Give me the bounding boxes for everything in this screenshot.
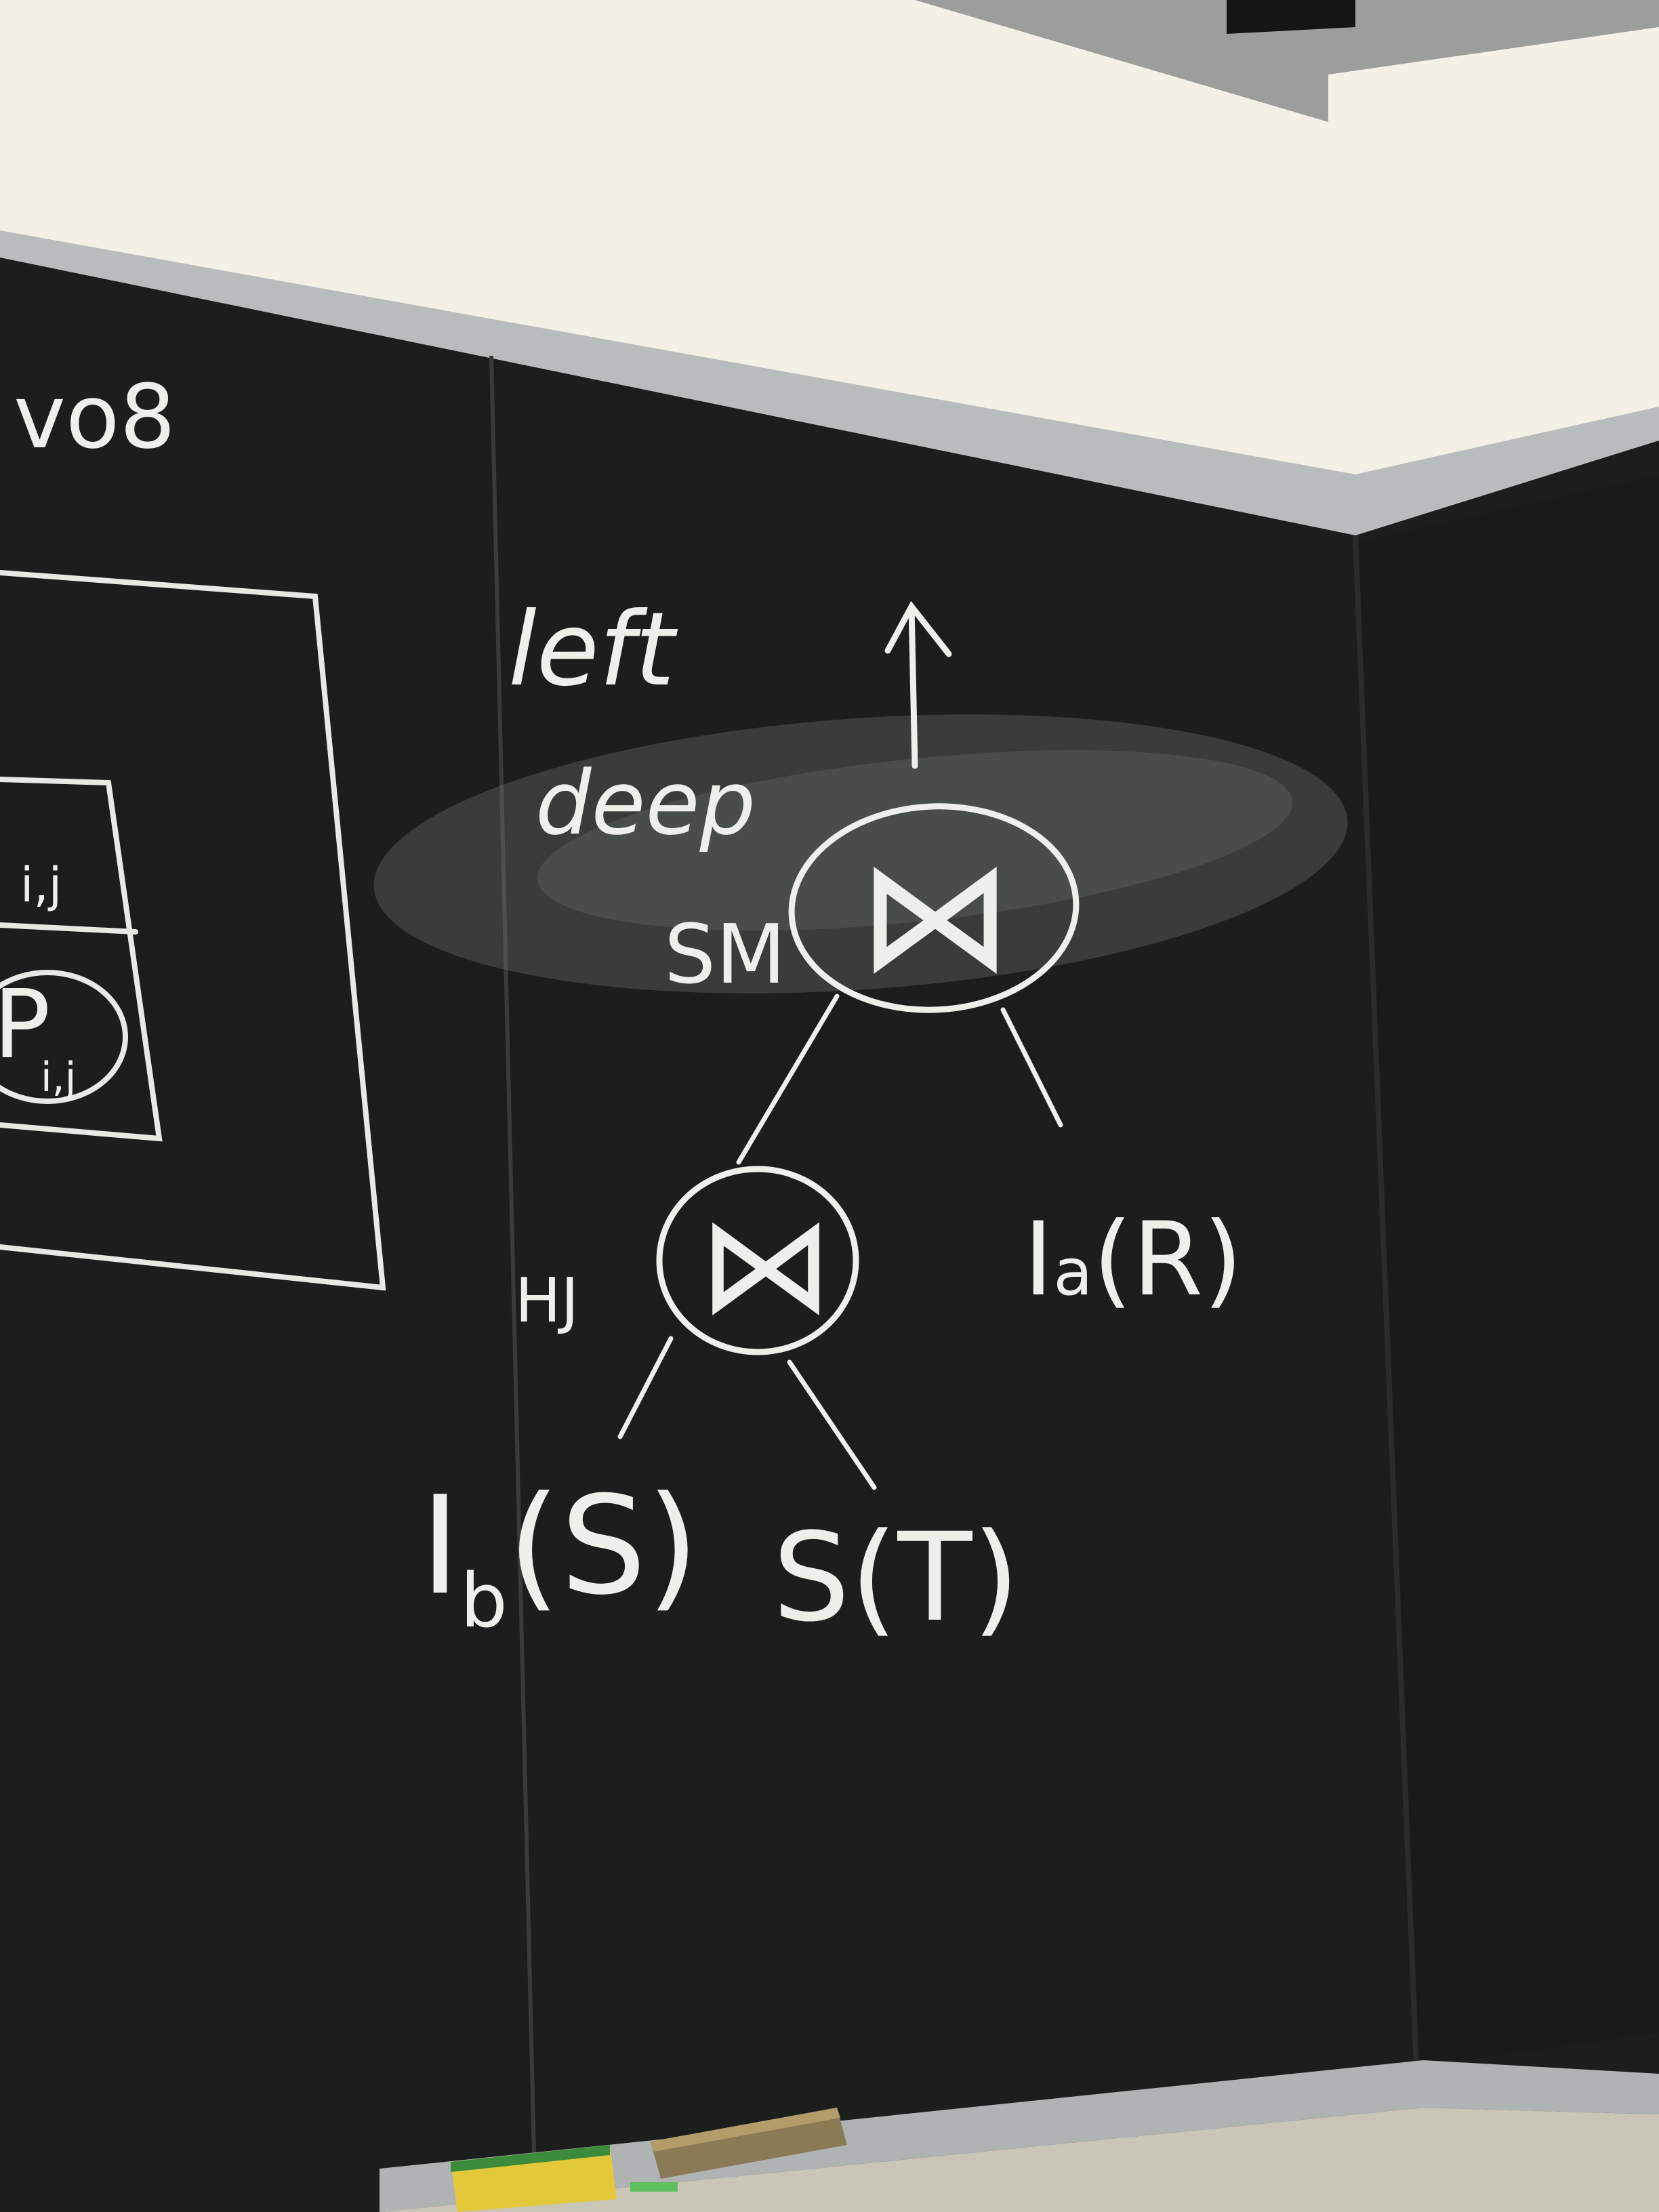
leaf-right-rest: (R)	[1092, 1201, 1242, 1319]
inner-method-label: HJ	[515, 1265, 579, 1336]
chalk-stick	[630, 2182, 678, 2192]
leaf-right: Ia(R)	[1023, 1201, 1243, 1319]
leaf-middle: S(T)	[773, 1507, 1020, 1649]
output-arrow-icon	[884, 600, 952, 769]
leaf-left-rest: (S)	[508, 1467, 699, 1625]
annotation-left: left	[508, 591, 678, 709]
blackboard	[0, 237, 1659, 2212]
cell-top-text: i,j	[20, 857, 62, 913]
leaf-left-subscript: b	[460, 1557, 508, 1644]
tray-shadow	[380, 2108, 1659, 2212]
edge-root-right	[1000, 1007, 1063, 1128]
chalk-tray	[380, 2060, 1659, 2212]
blackboard-right-wing	[1355, 474, 1659, 2067]
erased-smudge-inner	[537, 750, 1293, 930]
cell-divider	[0, 922, 138, 935]
cell-circle-text: P	[0, 970, 50, 1080]
edge-inner-left	[617, 1336, 674, 1439]
erased-smudge	[373, 714, 1348, 994]
ceiling-dark	[1227, 0, 1355, 34]
left-panel-drawing	[0, 570, 386, 1291]
leaf-right-main: I	[1023, 1201, 1053, 1319]
leaf-left-main: I	[420, 1467, 460, 1625]
edge-root-inner	[736, 994, 840, 1165]
tree-edges	[617, 994, 1063, 1490]
cell-box	[0, 777, 163, 1142]
edge-inner-middle	[787, 1359, 877, 1490]
eraser-icon	[651, 2108, 847, 2179]
inner-join-node	[656, 1166, 859, 1355]
panel-seam-right	[1353, 535, 1419, 2068]
outer-box	[0, 570, 386, 1291]
annotation-deep: deep	[535, 752, 756, 855]
root-method-label: SM	[664, 908, 786, 1002]
leaf-left: Ib(S)	[420, 1467, 699, 1644]
panel-seam-left	[489, 355, 537, 2212]
chalk-box-icon	[451, 2145, 617, 2212]
cell-circle	[0, 970, 128, 1104]
cell-circle-subscript: i,j	[41, 1054, 76, 1101]
ceiling-corner	[915, 0, 1659, 122]
leaf-right-subscript: a	[1053, 1235, 1092, 1310]
left-fragment-text: vo8	[14, 365, 176, 468]
board-top-frame	[0, 230, 1659, 535]
root-join-icon: ⋈	[857, 825, 1013, 1006]
root-join-node	[788, 803, 1080, 1013]
inner-join-icon: ⋈	[698, 1186, 834, 1344]
